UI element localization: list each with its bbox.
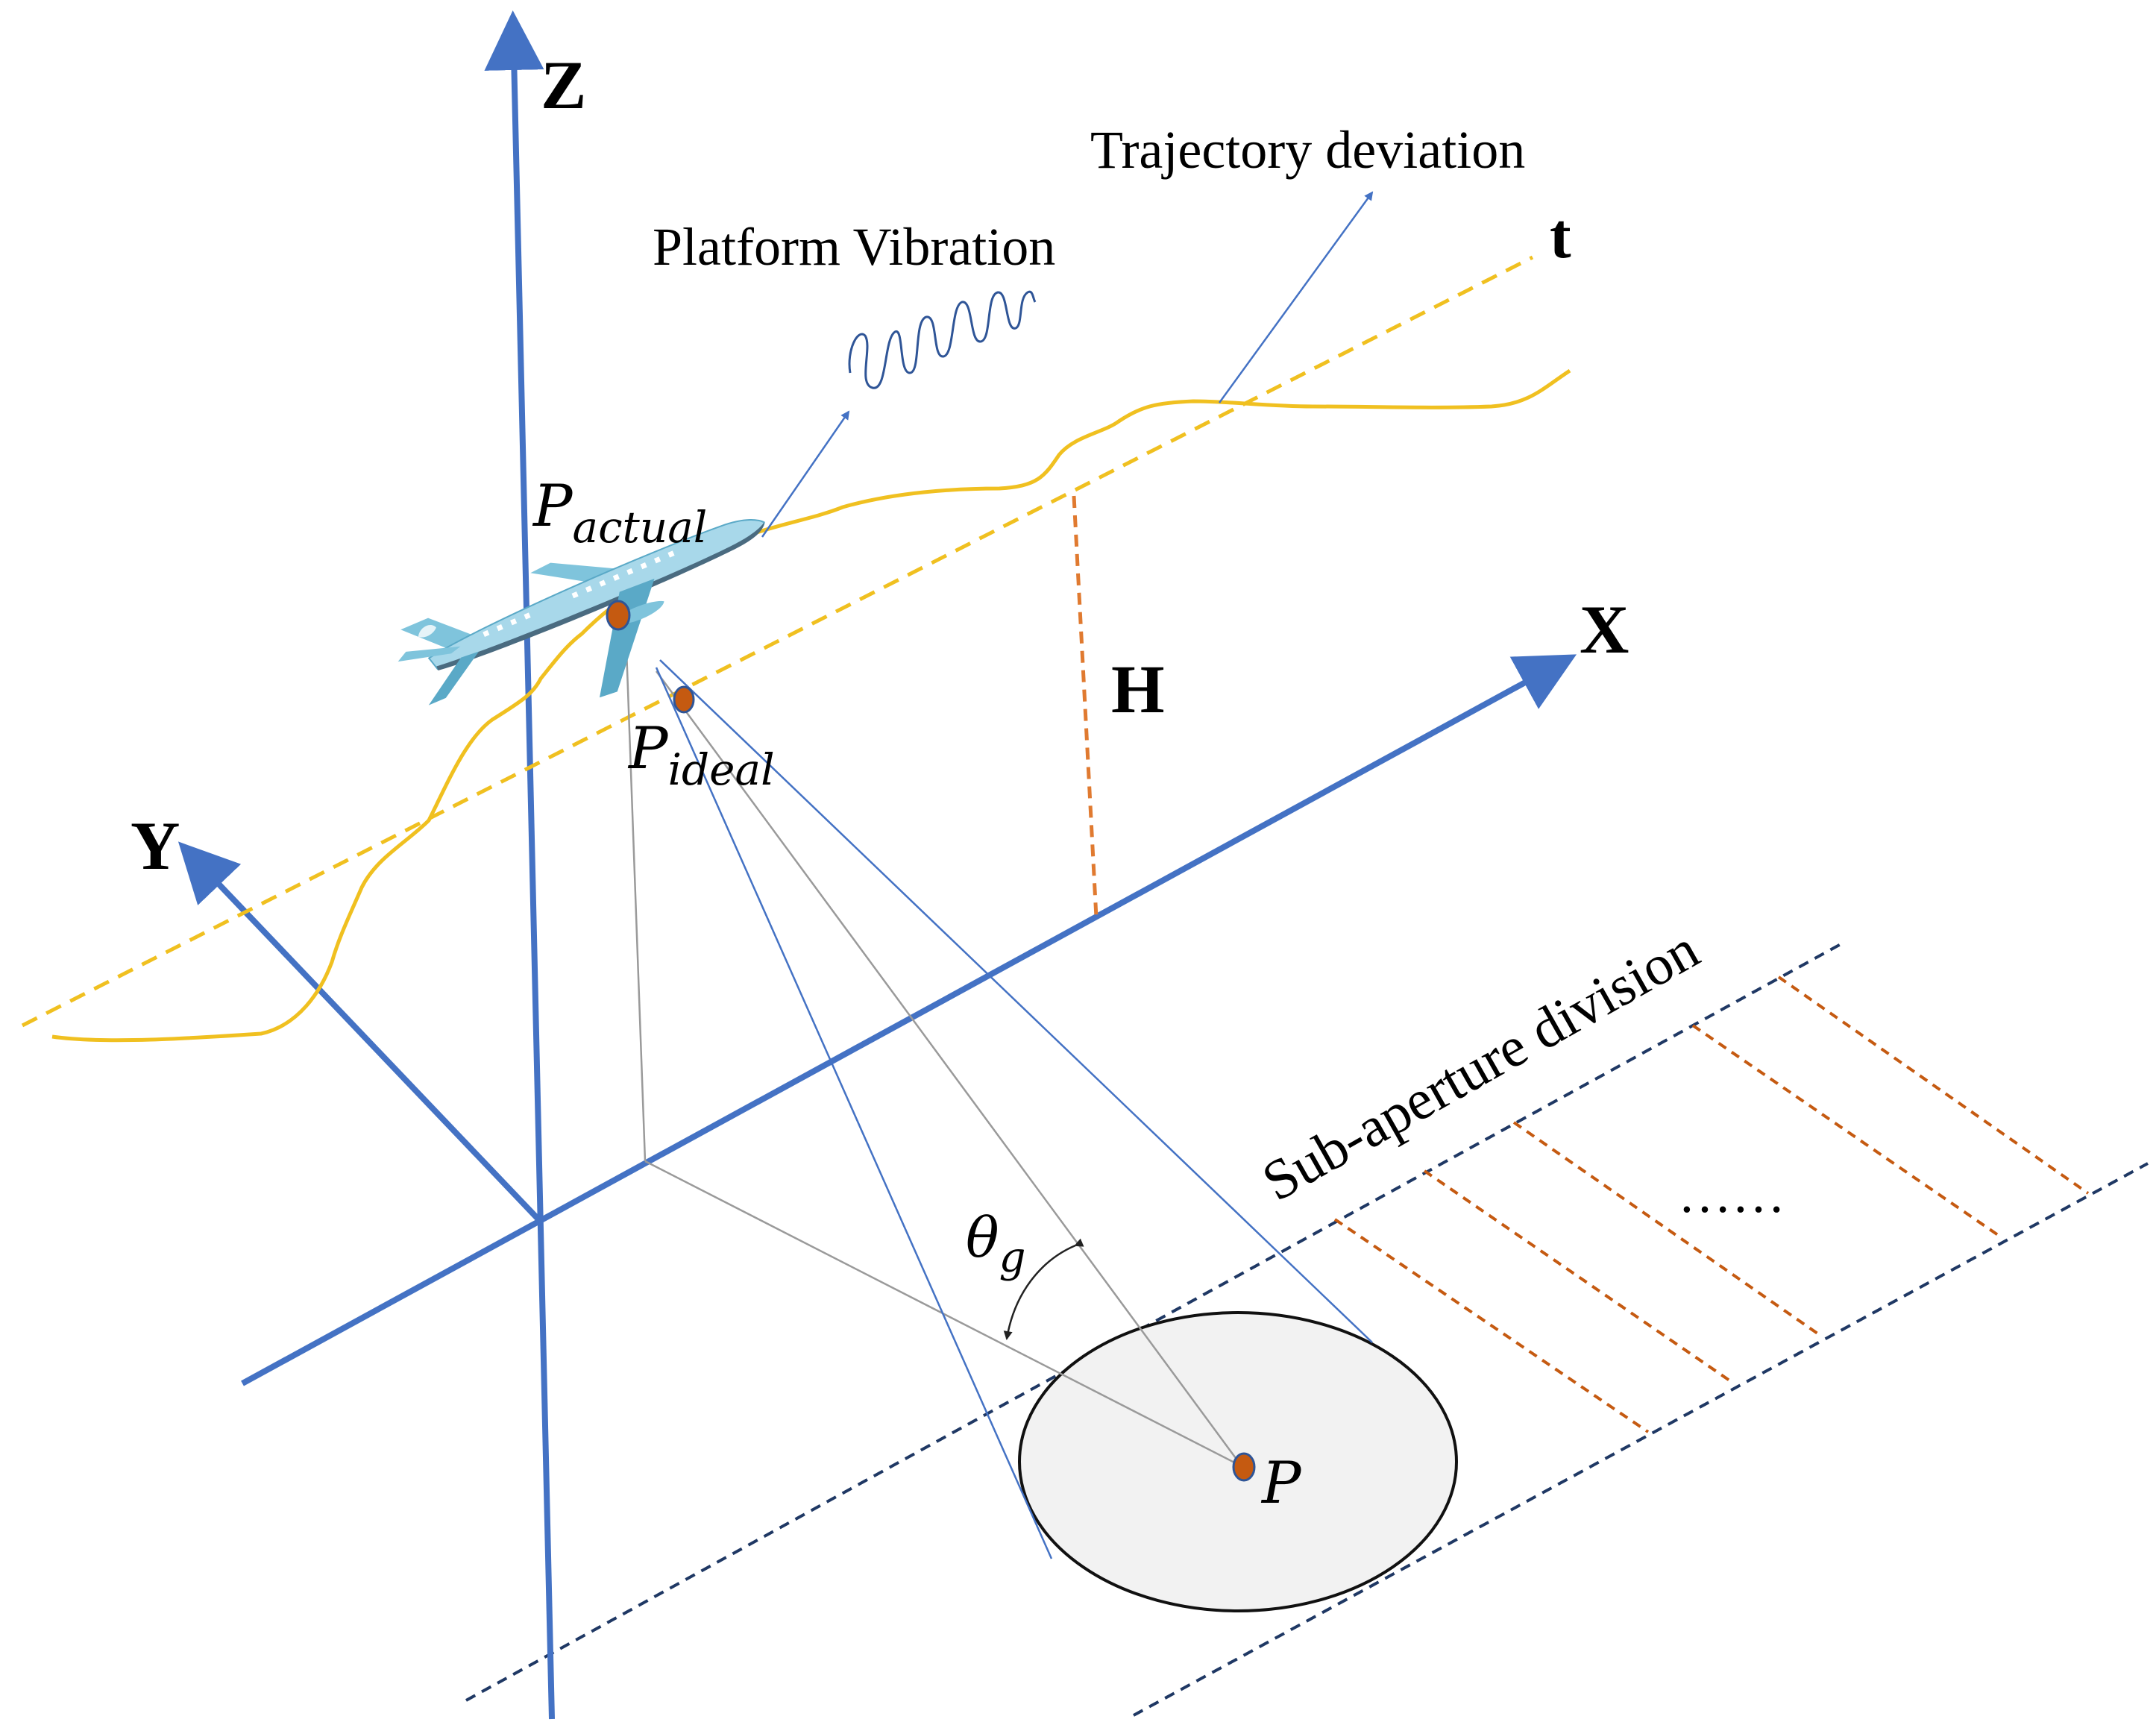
z-axis [484, 10, 555, 1720]
ideal-track-line [21, 255, 1534, 1028]
slant-range-line [655, 670, 1243, 1467]
airplane-tail-fin-decal [418, 625, 436, 638]
x-axis-label: X [1580, 591, 1629, 667]
sub-aperture-lines [1333, 975, 2090, 1433]
sub-aperture-label: Sub-aperture division [1252, 917, 1709, 1213]
p-actual-subscript: actual [572, 502, 707, 553]
height-line [1072, 495, 1099, 918]
airplane-tail-plane [428, 651, 480, 706]
angle-arc [1003, 1238, 1084, 1340]
target-point-label: P [1260, 1450, 1302, 1517]
platform-vibration-arrow [761, 410, 850, 538]
z-axis-label: Z [541, 47, 586, 123]
t-axis-label: t [1550, 200, 1571, 271]
airplane-icon [397, 519, 765, 706]
sub-aperture-line [1512, 1121, 1821, 1336]
actual-trajectory-curve [51, 368, 1571, 1043]
target-point-marker [1232, 1452, 1256, 1482]
x-axis [241, 654, 1577, 1386]
platform-vibration-label: Platform Vibration [653, 217, 1055, 277]
ellipsis-label: …… [1678, 1164, 1785, 1224]
theta-subscript: g [999, 1234, 1026, 1282]
theta-main: θ [966, 1206, 999, 1270]
sub-aperture-line [1333, 1218, 1650, 1433]
beam-edge-left [655, 667, 1053, 1559]
vibration-wave-icon [848, 290, 1037, 389]
beam-edge-right [659, 659, 1373, 1343]
theta-label: θg [966, 1206, 1025, 1282]
beam-lines [655, 659, 1373, 1559]
p-actual-point [606, 600, 631, 631]
ground-strip-upper-line [465, 942, 1843, 1702]
ground-strip-lower-line [1133, 1162, 2149, 1717]
p-actual-main: P [532, 473, 573, 540]
trajectory-deviation-arrow [1218, 191, 1374, 403]
airplane-engine [621, 600, 664, 624]
nadir-vertical-line [625, 648, 647, 1162]
y-axis-label: Y [131, 808, 180, 884]
p-actual-label: Pactual [532, 473, 707, 553]
airplane-windows [483, 550, 675, 638]
height-label: H [1111, 651, 1165, 727]
sub-aperture-line [1777, 975, 2090, 1195]
p-ideal-label: Pideal [627, 715, 775, 795]
p-ideal-point [673, 685, 695, 714]
p-ideal-main: P [627, 715, 669, 782]
airplane-tail-plane-far [397, 646, 461, 662]
trajectory-deviation-label: Trajectory deviation [1090, 120, 1525, 180]
p-ideal-subscript: ideal [667, 744, 774, 795]
